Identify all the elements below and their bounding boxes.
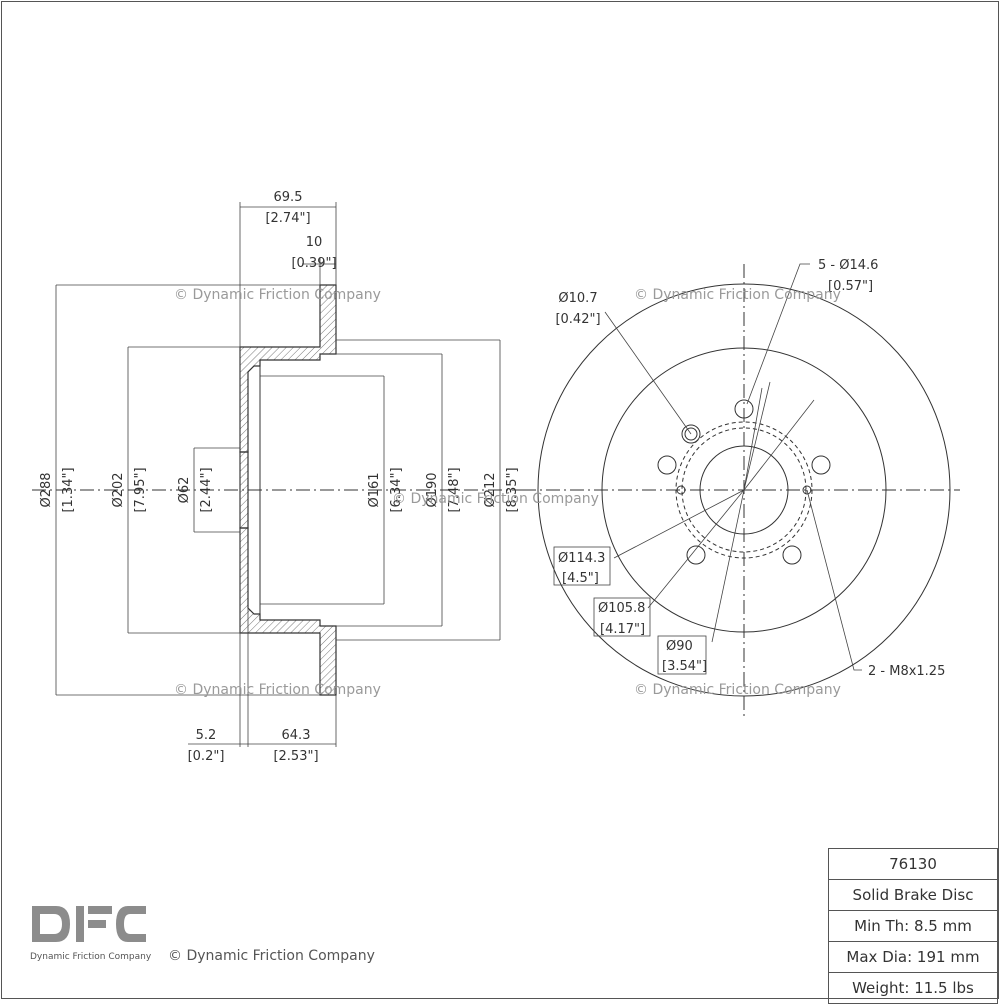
center-bore bbox=[699, 445, 789, 535]
dim-161-in: [6.34"] bbox=[389, 467, 404, 512]
leader-aux-hole bbox=[604, 311, 692, 435]
lug-hole-2 bbox=[811, 455, 831, 475]
label-pilot-circle-mm: Ø105.8 bbox=[598, 601, 645, 616]
dim-5-2-in: [0.2"] bbox=[188, 749, 225, 764]
aux-hole-inner bbox=[684, 427, 698, 441]
label-pilot-circle-in: [4.17"] bbox=[600, 622, 645, 637]
spec-max-diameter: Max Dia: 191 mm bbox=[828, 941, 998, 973]
dim-202-in: [7.95"] bbox=[133, 467, 148, 512]
dim-10-mm: 10 bbox=[306, 235, 323, 250]
leader-lug-holes bbox=[746, 263, 810, 405]
label-threaded-holes: 2 - M8x1.25 bbox=[868, 664, 945, 679]
label-lug-holes-in: [0.57"] bbox=[828, 279, 873, 294]
spec-table: 76130 Solid Brake Disc Min Th: 8.5 mm Ma… bbox=[828, 848, 998, 1004]
watermark-center: © Dynamic Friction Company bbox=[392, 491, 599, 507]
box-pilot-circle bbox=[593, 597, 651, 637]
leader-bolt-circle bbox=[613, 399, 815, 559]
lug-hole-5 bbox=[657, 455, 677, 475]
watermark-top-right: © Dynamic Friction Company bbox=[634, 287, 841, 303]
lug-hole-4 bbox=[686, 545, 706, 565]
box-bolt-circle bbox=[553, 546, 611, 586]
dim-64-3-mm: 64.3 bbox=[282, 728, 311, 743]
threaded-hole-1 bbox=[676, 485, 686, 495]
section-bottom bbox=[239, 527, 337, 696]
dim-190-in: [7.48"] bbox=[447, 467, 462, 512]
section-hub-face bbox=[239, 451, 249, 529]
leader-pilot-circle bbox=[647, 381, 771, 609]
watermark-bottom-left: © Dynamic Friction Company bbox=[174, 682, 381, 698]
logo-caption: Dynamic Friction Company bbox=[30, 952, 152, 962]
spec-weight: Weight: 11.5 lbs bbox=[828, 972, 998, 1004]
label-hub-circle-mm: Ø90 bbox=[666, 639, 693, 654]
dim-10-in: [0.39"] bbox=[291, 256, 336, 271]
dim-190-mm: Ø190 bbox=[425, 472, 440, 507]
label-aux-hole-mm: Ø10.7 bbox=[558, 291, 597, 306]
box-hub-circle bbox=[657, 635, 707, 675]
watermark-top-left: © Dynamic Friction Company bbox=[174, 287, 381, 303]
label-bolt-circle-in: [4.5"] bbox=[562, 571, 599, 586]
dim-62-in: [2.44"] bbox=[199, 467, 214, 512]
dim-212-mm: Ø212 bbox=[483, 472, 498, 507]
dim-288-in: [1.34"] bbox=[61, 467, 76, 512]
label-bolt-circle-mm: Ø114.3 bbox=[558, 551, 605, 566]
dim-64-3-in: [2.53"] bbox=[273, 749, 318, 764]
spec-type: Solid Brake Disc bbox=[828, 879, 998, 911]
label-lug-holes-mm: 5 - Ø14.6 bbox=[818, 258, 878, 273]
dim-69-5-mm: 69.5 bbox=[274, 190, 303, 205]
dim-62-mm: Ø62 bbox=[177, 477, 192, 504]
dim-202-mm: Ø202 bbox=[111, 472, 126, 507]
leader-hub-circle bbox=[711, 387, 763, 643]
aux-hole-outer bbox=[681, 424, 701, 444]
dim-5-2-mm: 5.2 bbox=[196, 728, 217, 743]
leader-threaded-holes bbox=[806, 489, 862, 671]
disc-outer-edge bbox=[537, 283, 951, 697]
side-view: 69.5 [2.74"] 10 [0.39"] 5.2 [0.2"] 64.3 … bbox=[32, 190, 532, 764]
dim-69-5-in: [2.74"] bbox=[265, 211, 310, 226]
lug-hole-3 bbox=[782, 545, 802, 565]
label-aux-hole-in: [0.42"] bbox=[555, 312, 600, 327]
dim-212-in: [8.35"] bbox=[505, 467, 520, 512]
hat-outer-edge bbox=[601, 347, 887, 633]
front-view: 5 - Ø14.6 [0.57"] Ø10.7 [0.42"] Ø114.3 [… bbox=[522, 258, 960, 718]
watermark-bottom-right: © Dynamic Friction Company bbox=[634, 682, 841, 698]
spec-part-number: 76130 bbox=[828, 848, 998, 880]
threaded-hole-2 bbox=[802, 485, 812, 495]
footer-copyright: © Dynamic Friction Company bbox=[168, 948, 375, 964]
lug-hole-1 bbox=[734, 399, 754, 419]
dfc-logo-icon bbox=[32, 906, 146, 942]
spec-min-thickness: Min Th: 8.5 mm bbox=[828, 910, 998, 942]
label-hub-circle-in: [3.54"] bbox=[662, 659, 707, 674]
pilot-circle bbox=[681, 427, 807, 553]
bolt-circle bbox=[675, 421, 813, 559]
dim-161-mm: Ø161 bbox=[367, 472, 382, 507]
dim-288-mm: Ø288 bbox=[39, 472, 54, 507]
section-top bbox=[239, 284, 337, 453]
